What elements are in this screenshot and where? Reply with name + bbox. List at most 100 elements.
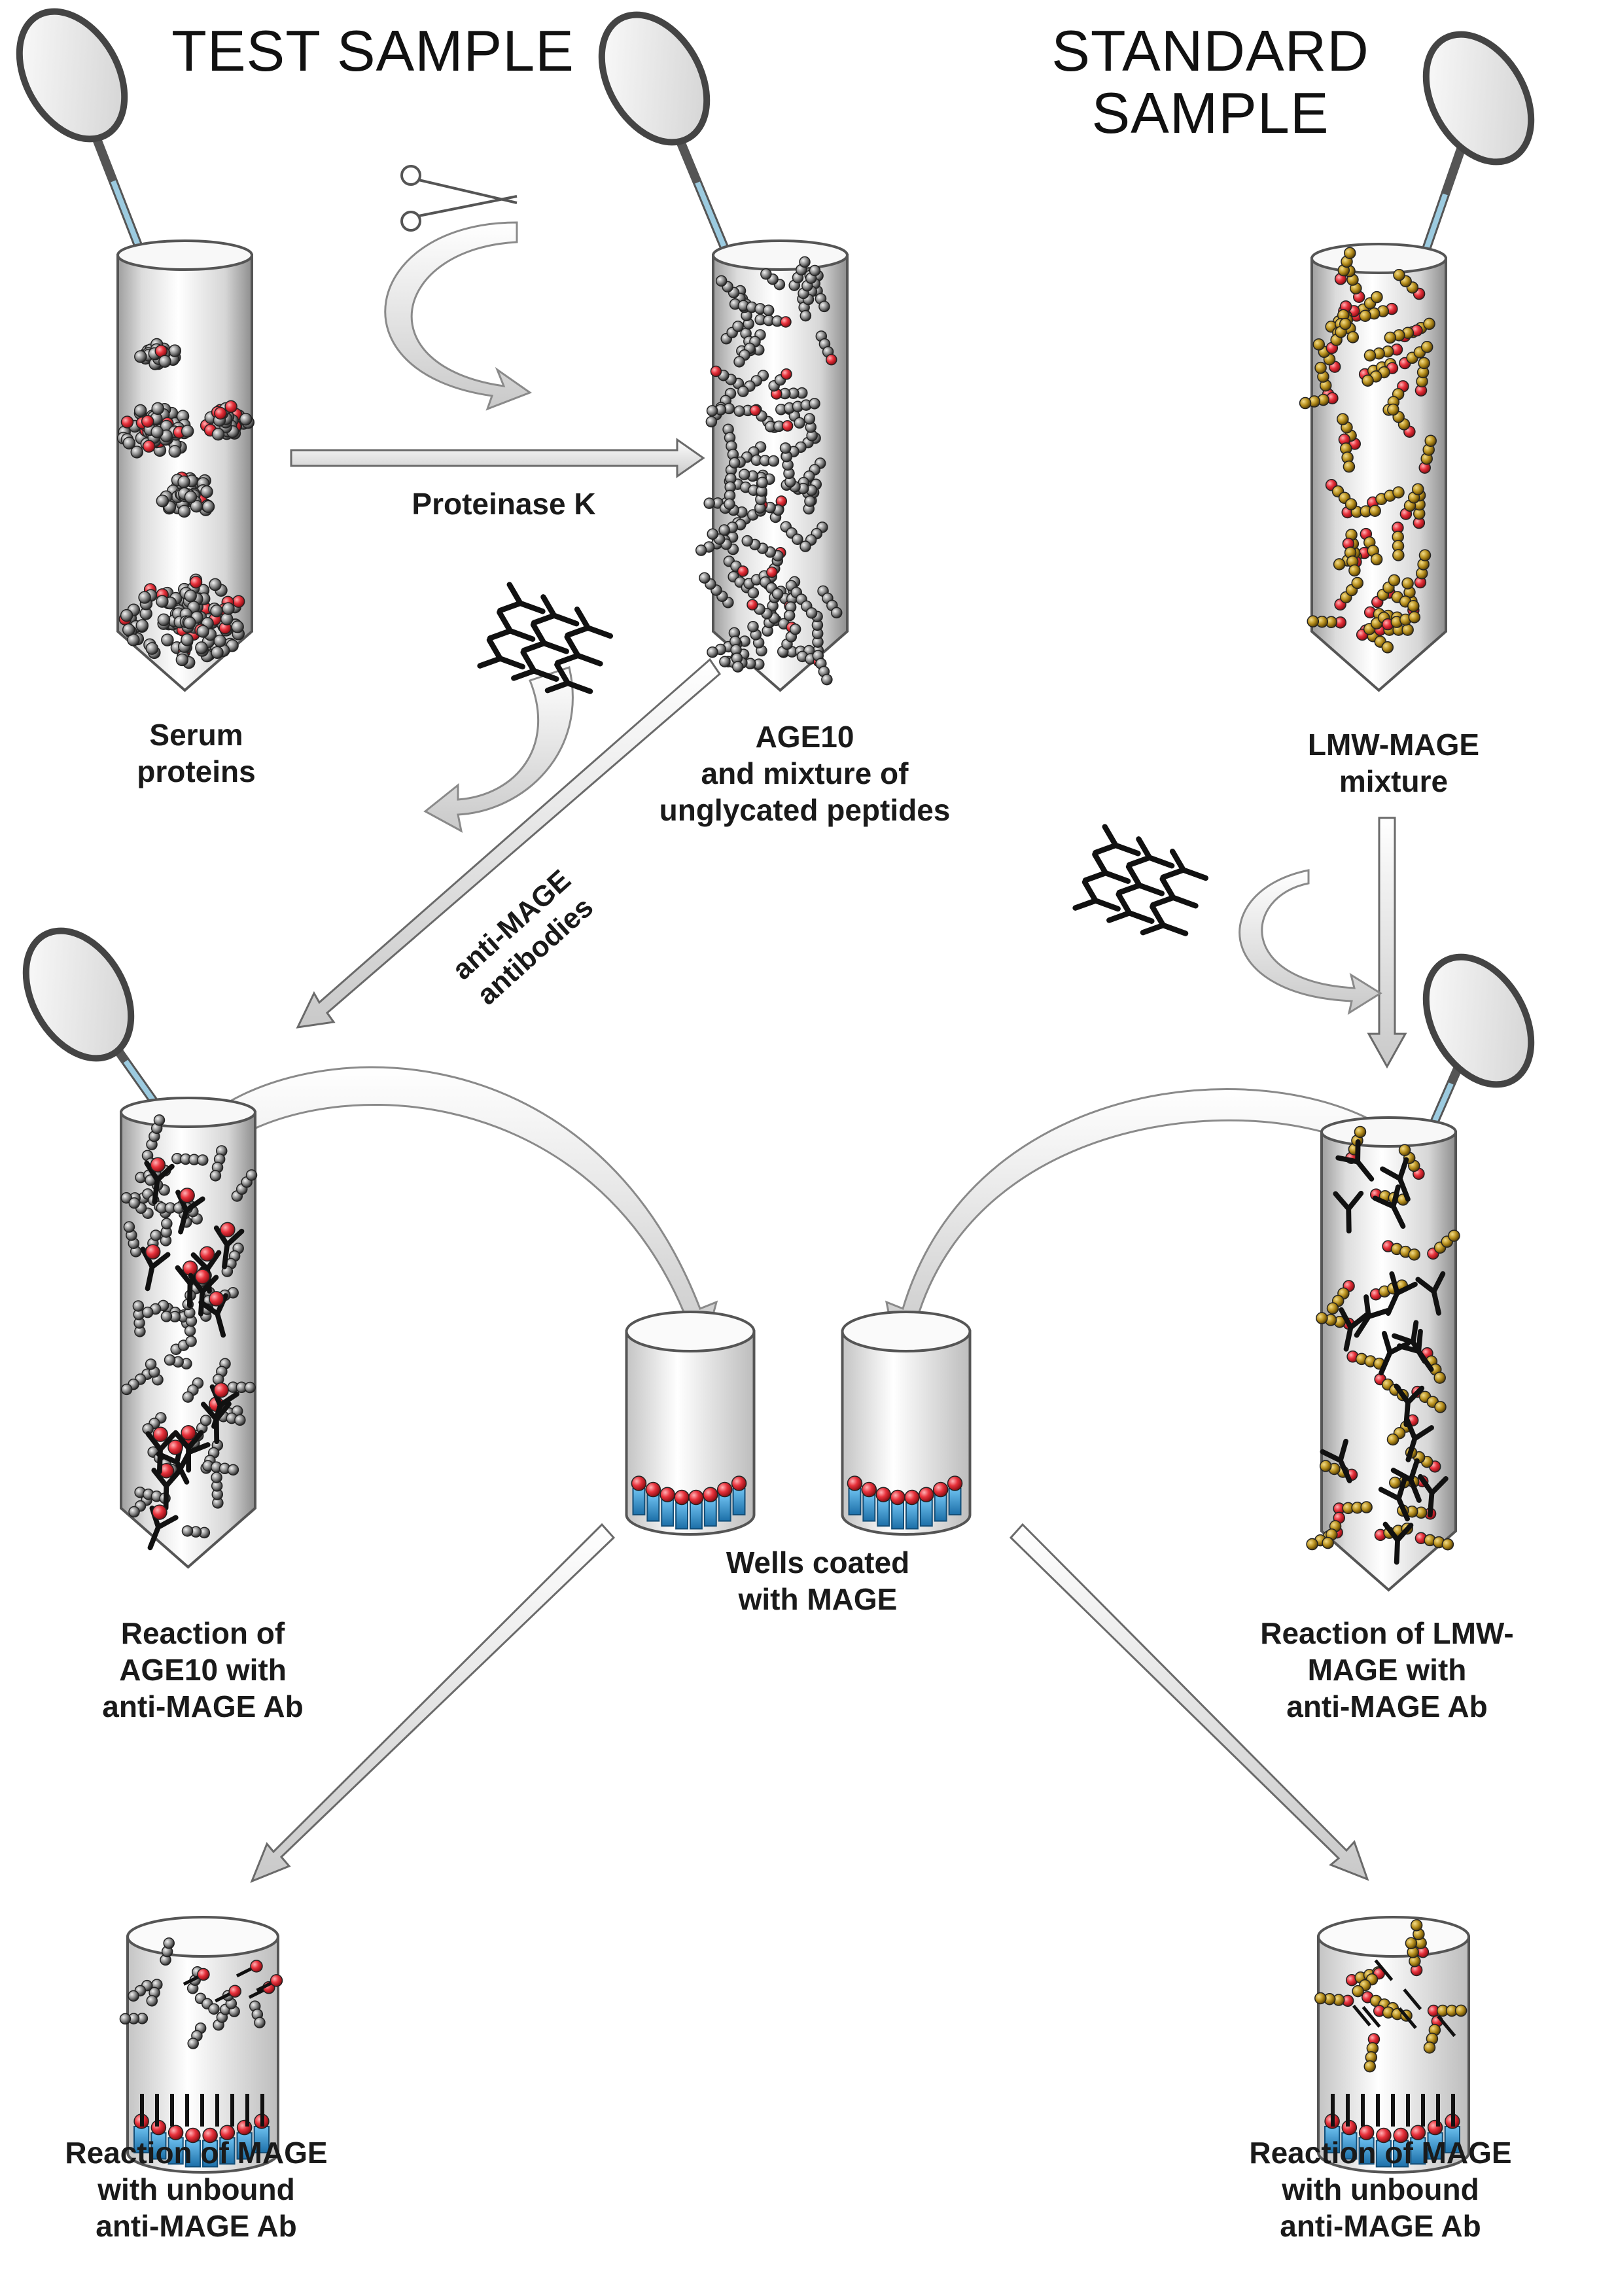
peptide-mixture xyxy=(695,256,843,686)
protein-clusters xyxy=(116,338,255,669)
antibody-icon xyxy=(531,594,580,627)
antibody-icon xyxy=(544,662,593,694)
well-icon xyxy=(1314,1916,1470,2174)
curved-arrow-icon xyxy=(384,221,533,411)
label-age10-mixture: AGE10 and mixture of unglycated peptides xyxy=(615,718,994,828)
antibody-icon xyxy=(213,1225,245,1269)
label-line: proteins xyxy=(137,754,256,789)
label-line: and mixture of xyxy=(701,756,909,791)
antibody-icon xyxy=(1380,1157,1411,1202)
curved-arrow-icon xyxy=(423,666,574,833)
magnifier-icon xyxy=(22,927,162,1110)
antibody-icon xyxy=(487,609,536,642)
well-icon xyxy=(625,1311,756,1536)
antibody-icon xyxy=(521,622,569,654)
label-line: anti-MAGE Ab xyxy=(1286,1689,1488,1724)
label-line: Proteinase K xyxy=(412,487,596,521)
label-line: with unbound xyxy=(1282,2172,1479,2207)
antibody-icon xyxy=(555,634,603,667)
label-line: Reaction of MAGE xyxy=(65,2136,328,2170)
antibody-icon xyxy=(497,582,546,614)
antibody-icon xyxy=(1339,1307,1369,1352)
antibody-icon xyxy=(1160,848,1209,881)
label-line: Reaction of LMW- xyxy=(1260,1616,1514,1650)
antibody-icon xyxy=(1372,1184,1406,1229)
antibody-cluster xyxy=(477,582,614,694)
antibody-icon xyxy=(1126,836,1175,869)
label-line: anti-MAGE Ab xyxy=(1280,2209,1481,2244)
antibody-icon xyxy=(1404,1417,1434,1462)
label-reaction-mage-right: Reaction of MAGE with unbound anti-MAGE … xyxy=(1230,2134,1531,2244)
scissors-icon xyxy=(400,165,518,232)
lmw-antibody-complexes xyxy=(1306,1125,1460,1565)
antibody-cluster xyxy=(1072,824,1209,936)
label-line: MAGE with xyxy=(1307,1653,1467,1687)
label-line: Wells coated xyxy=(726,1545,910,1580)
antibody-icon xyxy=(1093,824,1141,857)
label-line: unglycated peptides xyxy=(659,793,951,828)
antibody-icon xyxy=(1072,879,1121,912)
label-line: Reaction of MAGE xyxy=(1249,2136,1512,2170)
antibody-icon xyxy=(1333,1190,1364,1234)
curved-arrow-icon xyxy=(1239,869,1382,1016)
label-lmw-mage-mixture: LMW-MAGE mixture xyxy=(1282,726,1505,800)
antibody-icon xyxy=(1378,1477,1410,1522)
curved-arrow-icon xyxy=(194,1066,718,1354)
antibody-icon xyxy=(1116,864,1165,896)
antibody-icon xyxy=(1379,1330,1411,1376)
label-reaction-age10: Reaction of AGE10 with anti-MAGE Ab xyxy=(85,1615,321,1725)
antibody-icon xyxy=(1150,876,1199,909)
magnifier-icon xyxy=(598,11,731,256)
label-line: LMW-MAGE xyxy=(1307,728,1480,762)
antibody-icon xyxy=(175,1190,205,1235)
antibody-icon xyxy=(1335,1139,1375,1182)
magnifier-icon xyxy=(1422,953,1535,1130)
antibody-icon xyxy=(1418,1474,1449,1518)
antibody-icon xyxy=(1382,1521,1414,1565)
label-line: with MAGE xyxy=(738,1582,898,1617)
antibody-icon xyxy=(477,637,525,670)
label-reaction-lmw: Reaction of LMW- MAGE with anti-MAGE Ab xyxy=(1230,1615,1544,1725)
antibody-icon xyxy=(144,1160,175,1205)
heading-standard-line-2: SAMPLE xyxy=(1091,80,1329,146)
antibody-icon xyxy=(1140,904,1189,936)
antibody-icon xyxy=(1320,1438,1352,1483)
arrow-lmw-to-reaction xyxy=(1367,817,1407,1069)
label-line: anti-MAGE Ab xyxy=(96,2209,297,2244)
label-line: AGE10 with xyxy=(119,1653,287,1687)
label-line: anti-MAGE Ab xyxy=(102,1689,304,1724)
label-line: Serum xyxy=(149,718,243,752)
label-line: AGE10 xyxy=(755,720,854,754)
arrow-proteinase-k xyxy=(290,438,705,478)
label-proteinase-k: Proteinase K xyxy=(366,486,641,522)
label-line: with unbound xyxy=(97,2172,295,2207)
heading-standard-line-1: STANDARD xyxy=(1051,18,1369,83)
arrow-wells-to-left-result xyxy=(250,1523,616,1883)
antibody-icon xyxy=(173,1430,204,1473)
lmw-mage-peptides xyxy=(1299,247,1437,654)
antibody-icon xyxy=(1354,1294,1390,1338)
well-icon xyxy=(119,1916,283,2174)
antibody-icon xyxy=(1390,1458,1422,1503)
label-line: Reaction of xyxy=(120,1616,285,1650)
arrow-age10-to-reaction xyxy=(296,658,721,1029)
magnifier-icon xyxy=(16,8,145,256)
age10-antibody-complexes xyxy=(120,1114,258,1551)
antibody-icon xyxy=(145,1431,177,1475)
antibody-icon xyxy=(140,1246,171,1292)
arrow-wells-to-right-result xyxy=(1009,1523,1369,1881)
antibody-icon xyxy=(198,1293,228,1338)
heading-test-sample: TEST SAMPLE xyxy=(170,20,576,82)
heading-standard-sample: STANDARD SAMPLE xyxy=(1021,20,1400,144)
label-wells-coated: Wells coated with MAGE xyxy=(700,1544,936,1617)
heading-test-sample-text: TEST SAMPLE xyxy=(171,18,574,83)
label-serum-proteins: Serum proteins xyxy=(111,716,281,790)
antibody-icon xyxy=(511,649,559,682)
antibody-icon xyxy=(1106,891,1155,924)
label-line: mixture xyxy=(1339,764,1449,799)
antibody-icon xyxy=(565,606,614,639)
well-icon xyxy=(841,1311,972,1536)
antibody-icon xyxy=(1392,1320,1428,1364)
